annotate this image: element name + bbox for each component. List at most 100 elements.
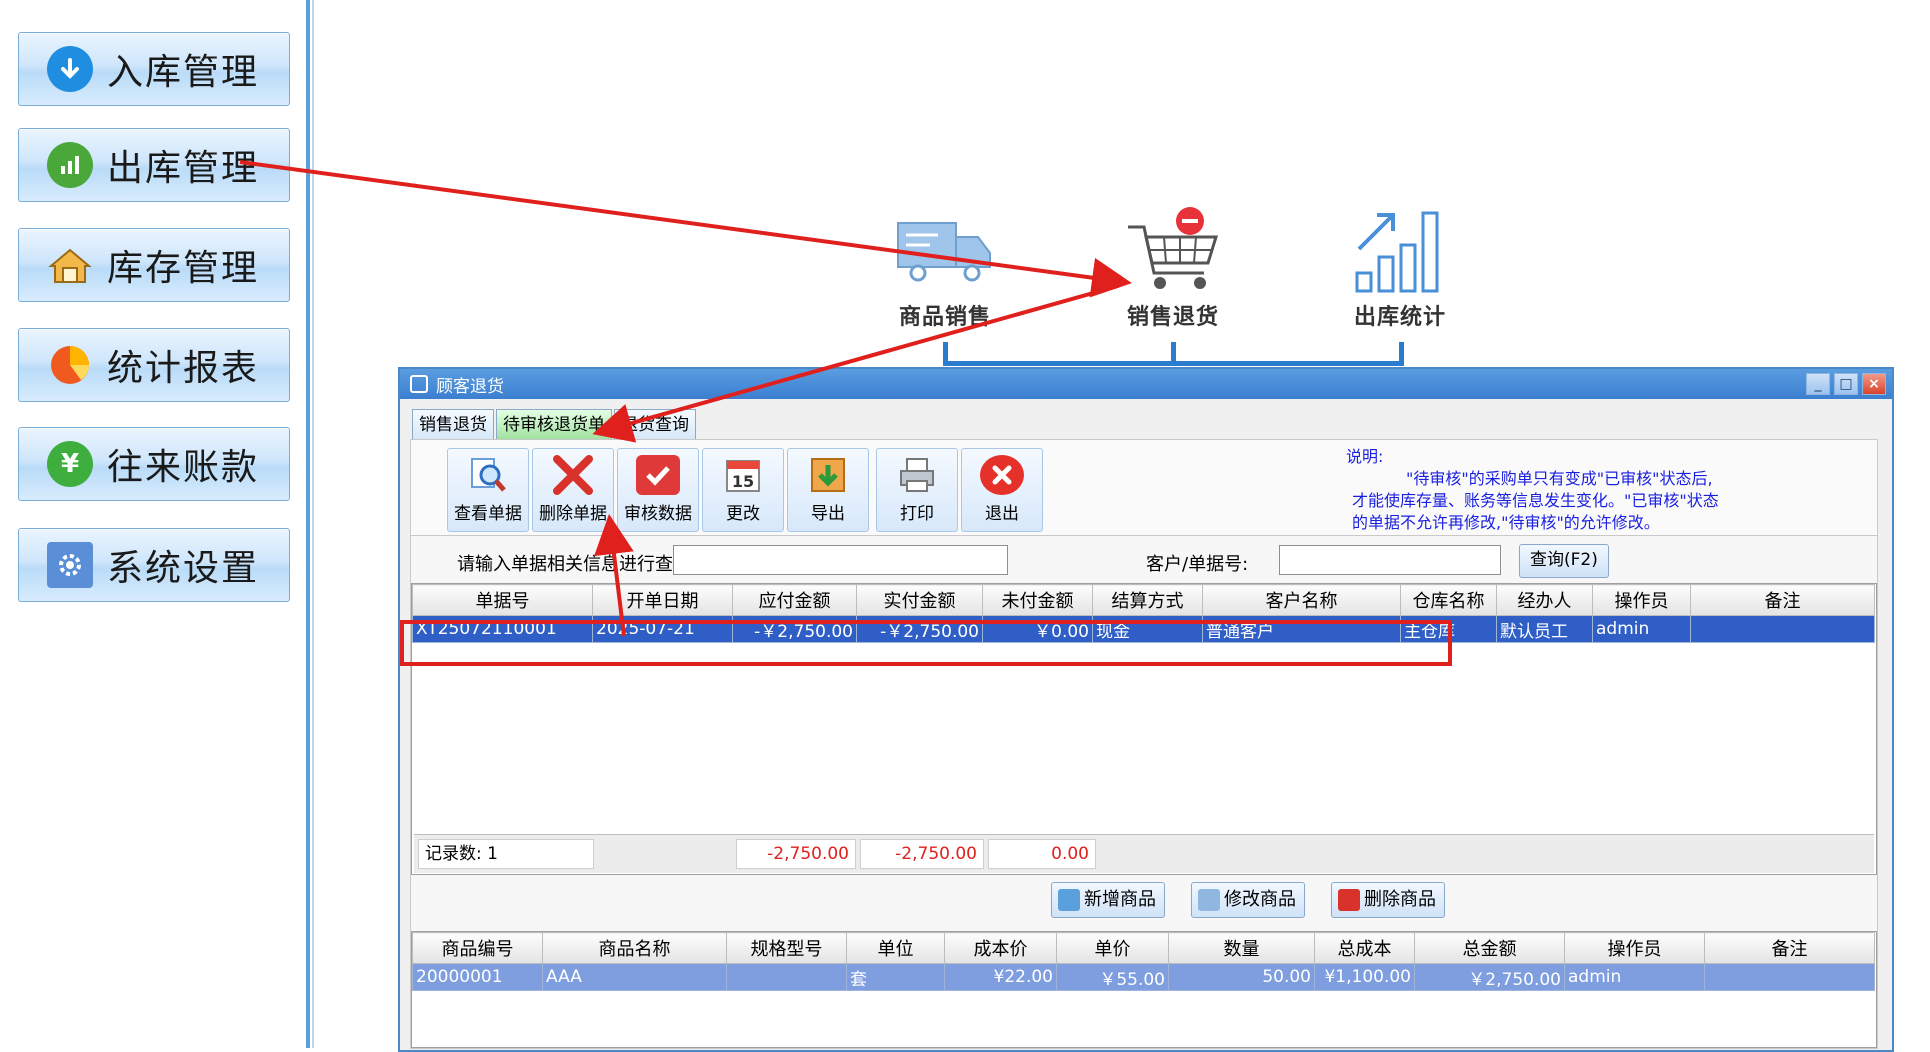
cell-unit: 套 [846, 963, 945, 991]
items-grid: 商品编号 商品名称 规格型号 单位 成本价 单价 数量 总成本 总金额 操作员 … [411, 931, 1877, 1048]
add-item-button[interactable]: 新增商品 [1051, 882, 1165, 918]
modify-button[interactable]: 15 更改 [702, 448, 784, 532]
table-row[interactable]: 20000001 AAA 套 ¥22.00 ￥55.00 50.00 ¥1,10… [412, 963, 1875, 991]
sidebar-item-label: 出库管理 [107, 148, 260, 189]
column-header[interactable]: 操作员 [1592, 584, 1691, 616]
edit-item-button[interactable]: 修改商品 [1191, 882, 1305, 918]
sum-payable: -2,750.00 [736, 839, 856, 869]
column-header[interactable]: 应付金额 [732, 584, 857, 616]
column-header[interactable]: 结算方式 [1092, 584, 1203, 616]
column-header[interactable]: 仓库名称 [1400, 584, 1497, 616]
button-label: 修改商品 [1224, 889, 1296, 910]
flow-item-outbound-stats[interactable]: 出库统计 [1345, 205, 1455, 331]
search-input[interactable] [673, 545, 1008, 575]
cell-remark [1690, 615, 1875, 643]
app-icon [410, 375, 428, 393]
sidebar-item-label: 库存管理 [107, 248, 260, 289]
column-header[interactable]: 开单日期 [592, 584, 733, 616]
minimize-button[interactable]: _ [1806, 373, 1830, 395]
sidebar-item-label: 系统设置 [107, 548, 260, 589]
tab-sales-return[interactable]: 销售退货 [412, 409, 494, 440]
column-header[interactable]: 商品名称 [542, 932, 727, 964]
gear-icon [47, 542, 93, 588]
cell-handler: 默认员工 [1496, 615, 1593, 643]
items-table: 商品编号 商品名称 规格型号 单位 成本价 单价 数量 总成本 总金额 操作员 … [412, 932, 1875, 991]
note-line: 才能使库存量、账务等信息发生变化。"已审核"状态 [1352, 491, 1719, 510]
tab-pending-review[interactable]: 待审核退货单 [496, 409, 612, 440]
orders-grid: 单据号 开单日期 应付金额 实付金额 未付金额 结算方式 客户名称 仓库名称 经… [411, 583, 1877, 875]
sidebar-item-accounts[interactable]: ¥ 往来账款 [18, 427, 290, 501]
column-header[interactable]: 客户名称 [1202, 584, 1401, 616]
cell-total-amount: ￥2,750.00 [1414, 963, 1565, 991]
review-data-button[interactable]: 审核数据 [617, 448, 699, 532]
window-titlebar: 顾客退货 _ □ × [400, 369, 1892, 399]
tab-return-query[interactable]: 退货查询 [614, 409, 696, 440]
sidebar: 入库管理 出库管理 库存管理 统计报表 ¥ 往来账款 系统设置 [0, 0, 306, 1048]
cart-return-icon [1128, 207, 1219, 289]
column-header[interactable]: 总金额 [1414, 932, 1565, 964]
maximize-button[interactable]: □ [1834, 373, 1858, 395]
delete-item-button[interactable]: 删除商品 [1331, 882, 1445, 918]
button-label: 删除商品 [1364, 889, 1436, 910]
column-header[interactable]: 总成本 [1314, 932, 1415, 964]
column-header[interactable]: 商品编号 [412, 932, 543, 964]
note-title: 说明: [1346, 447, 1384, 466]
view-document-button[interactable]: 查看单据 [447, 448, 529, 532]
column-header[interactable]: 未付金额 [982, 584, 1093, 616]
cell-customer: 普通客户 [1202, 615, 1401, 643]
note-line: 的单据不允许再修改,"待审核"的允许修改。 [1352, 513, 1660, 532]
sidebar-item-reports[interactable]: 统计报表 [18, 328, 290, 402]
sidebar-item-settings[interactable]: 系统设置 [18, 528, 290, 602]
flow-item-sales[interactable]: 商品销售 [890, 215, 1000, 331]
column-header[interactable]: 规格型号 [726, 932, 847, 964]
toolbar-label: 删除单据 [539, 504, 607, 524]
flow-item-sales-return[interactable]: 销售退货 [1118, 205, 1228, 331]
toolbar-label: 审核数据 [624, 504, 692, 524]
pie-chart-icon [47, 342, 93, 388]
yen-icon: ¥ [47, 441, 93, 487]
column-header[interactable]: 单位 [846, 932, 945, 964]
column-header[interactable]: 备注 [1690, 584, 1875, 616]
table-header-row: 单据号 开单日期 应付金额 实付金额 未付金额 结算方式 客户名称 仓库名称 经… [412, 584, 1875, 616]
toolbar: 查看单据 删除单据 审核数据 15 更改 [411, 440, 1877, 536]
export-button[interactable]: 导出 [787, 448, 869, 532]
toolbar-label: 导出 [811, 504, 845, 524]
edit-item-icon [1198, 889, 1220, 911]
flow-connector [943, 361, 1404, 366]
delete-x-icon [551, 455, 595, 495]
tab-strip: 销售退货 待审核退货单 退货查询 [412, 409, 698, 440]
sidebar-item-inventory[interactable]: 库存管理 [18, 228, 290, 302]
truck-icon [897, 222, 991, 282]
customer-search-input[interactable] [1279, 545, 1501, 575]
print-button[interactable]: 打印 [876, 448, 958, 532]
column-header[interactable]: 经办人 [1496, 584, 1593, 616]
table-row[interactable]: XT25072110001 2025-07-21 -￥2,750.00 -￥2,… [412, 615, 1875, 643]
tab-panel: 查看单据 删除单据 审核数据 15 更改 [410, 439, 1878, 1049]
column-header[interactable]: 操作员 [1564, 932, 1705, 964]
bar-chart-icon [47, 142, 93, 188]
cell-spec [726, 963, 847, 991]
column-header[interactable]: 数量 [1168, 932, 1315, 964]
column-header[interactable]: 成本价 [944, 932, 1057, 964]
toolbar-label: 打印 [900, 504, 934, 524]
delete-document-button[interactable]: 删除单据 [532, 448, 614, 532]
cell-total-cost: ¥1,100.00 [1314, 963, 1415, 991]
cell-settlement: 现金 [1092, 615, 1203, 643]
sidebar-item-outbound[interactable]: 出库管理 [18, 128, 290, 202]
column-header[interactable]: 实付金额 [856, 584, 983, 616]
query-button[interactable]: 查询(F2) [1519, 544, 1609, 578]
cell-cost-price: ¥22.00 [944, 963, 1057, 991]
cell-paid: -￥2,750.00 [856, 615, 983, 643]
cell-order-no: XT25072110001 [412, 615, 593, 643]
cell-warehouse: 主仓库 [1400, 615, 1497, 643]
exit-button[interactable]: 退出 [961, 448, 1043, 532]
check-icon [636, 455, 680, 495]
close-button[interactable]: × [1862, 373, 1886, 395]
column-header[interactable]: 备注 [1704, 932, 1875, 964]
cell-remark [1704, 963, 1875, 991]
item-actions: 新增商品 修改商品 删除商品 [411, 876, 1877, 920]
column-header[interactable]: 单据号 [412, 584, 593, 616]
sidebar-item-inbound[interactable]: 入库管理 [18, 32, 290, 106]
delete-item-icon [1338, 889, 1360, 911]
column-header[interactable]: 单价 [1056, 932, 1169, 964]
